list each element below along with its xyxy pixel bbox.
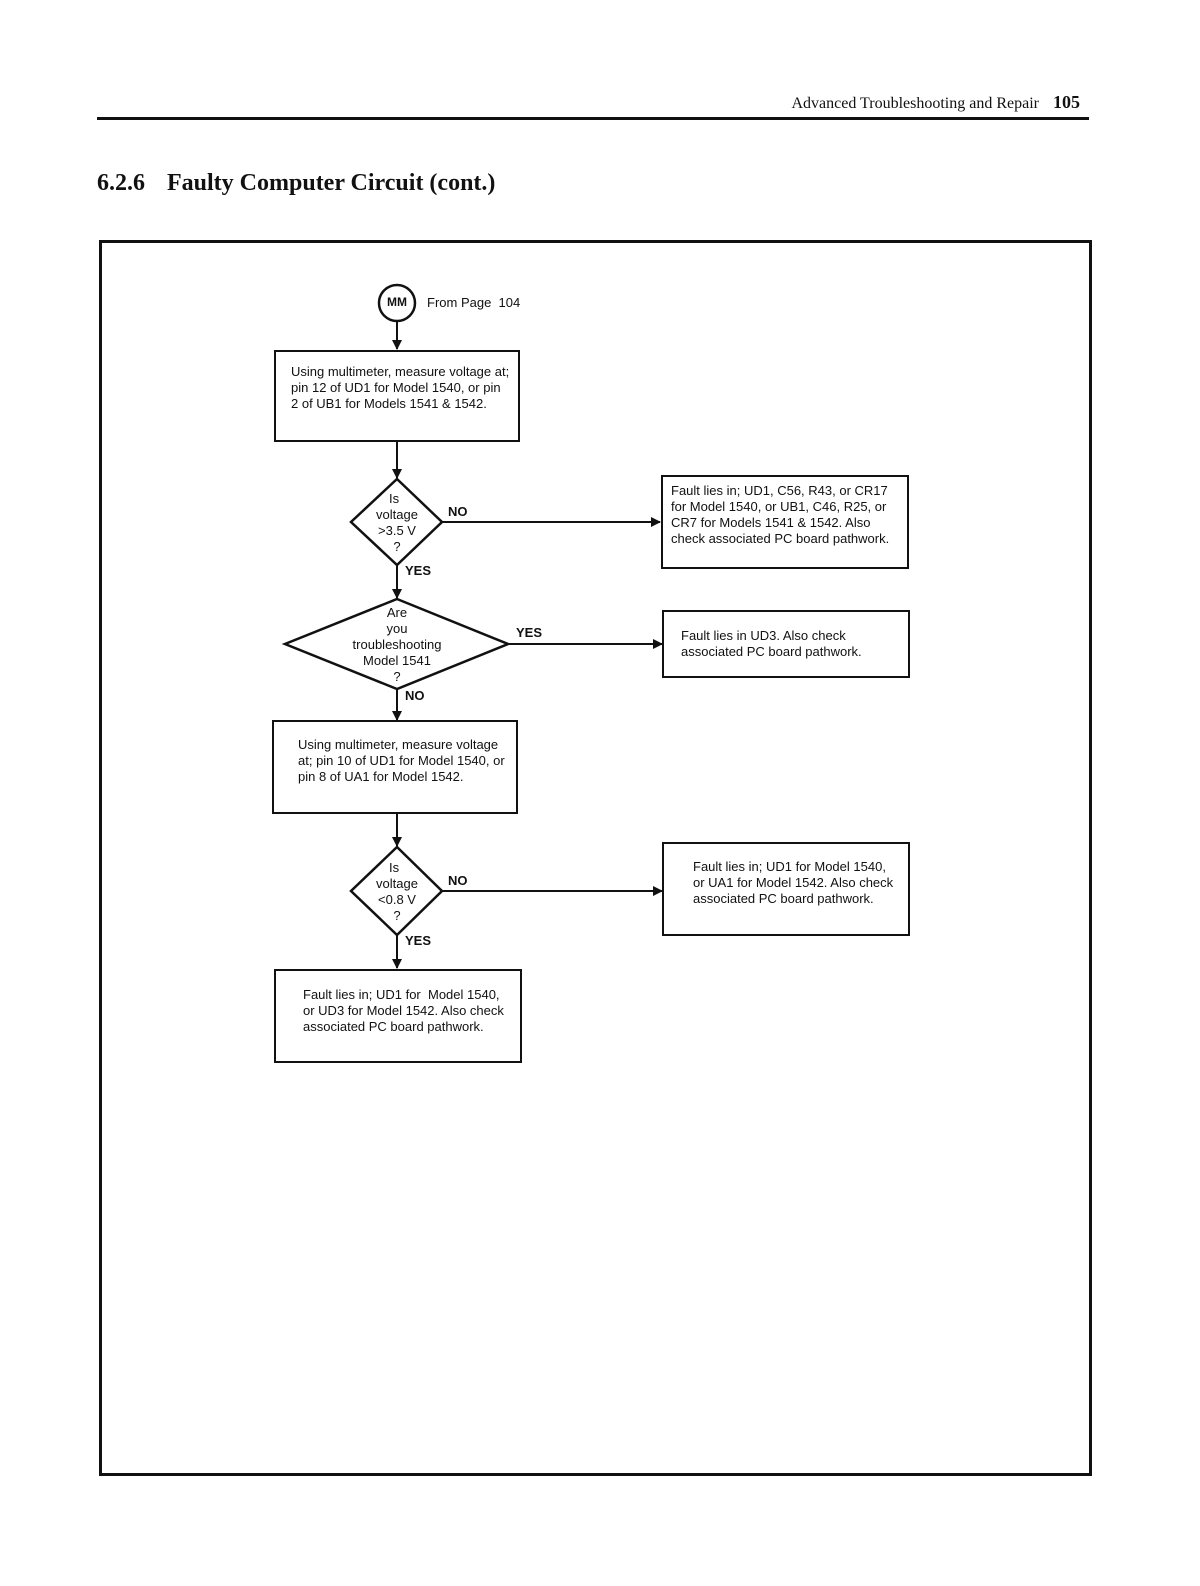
result4-text: Fault lies in; UD1 for Model 1540, or UD… bbox=[303, 987, 508, 1034]
connector-label: MM bbox=[387, 295, 407, 309]
result3-box: Fault lies in; UD1 for Model 1540, or UA… bbox=[662, 842, 910, 936]
decision2-text: Are you troubleshooting Model 1541 ? bbox=[327, 605, 467, 685]
decision2-yes-label: YES bbox=[516, 625, 543, 640]
result4-box: Fault lies in; UD1 for Model 1540, or UD… bbox=[274, 969, 522, 1063]
step1-box: Using multimeter, measure voltage at; pi… bbox=[274, 350, 520, 442]
section-heading: 6.2.6 Faulty Computer Circuit (cont.) bbox=[97, 170, 495, 197]
decision3-yes-label: YES bbox=[405, 933, 432, 948]
decision2-line5: ? bbox=[393, 669, 401, 684]
decision3-no-label: NO bbox=[448, 873, 468, 888]
decision1-no-label: NO bbox=[448, 504, 468, 519]
header-rule bbox=[97, 117, 1089, 120]
decision2-line3: troubleshooting bbox=[352, 637, 442, 652]
decision2-no-label: NO bbox=[405, 688, 425, 703]
step2-box: Using multimeter, measure voltage at; pi… bbox=[272, 720, 518, 814]
decision2-line1: Are bbox=[386, 605, 408, 620]
decision1-yes-label: YES bbox=[405, 563, 432, 578]
decision2-line2: you bbox=[386, 621, 408, 636]
decision3-line1: Is bbox=[389, 860, 400, 875]
result2-text: Fault lies in UD3. Also check associated… bbox=[681, 628, 862, 659]
running-head: Advanced Troubleshooting and Repair 105 bbox=[700, 92, 1080, 113]
decision1-line3: >3.5 V bbox=[378, 523, 416, 538]
result3-text: Fault lies in; UD1 for Model 1540, or UA… bbox=[693, 859, 894, 906]
decision1-line4: ? bbox=[393, 539, 401, 554]
running-title: Advanced Troubleshooting and Repair bbox=[791, 95, 1039, 112]
decision1-line1: Is bbox=[389, 491, 400, 506]
decision1-line2: voltage bbox=[376, 507, 418, 522]
flowchart-frame bbox=[99, 240, 1092, 1476]
connector-note: From Page 104 bbox=[427, 295, 521, 310]
result1-text: Fault lies in; UD1, C56, R43, or CR17 fo… bbox=[671, 483, 890, 546]
result2-box: Fault lies in UD3. Also check associated… bbox=[662, 610, 910, 678]
decision3-text: Is voltage <0.8 V ? bbox=[357, 860, 437, 924]
section-number: 6.2.6 bbox=[97, 170, 145, 196]
step1-text: Using multimeter, measure voltage at; pi… bbox=[291, 364, 510, 411]
section-title: Faulty Computer Circuit (cont.) bbox=[167, 170, 496, 196]
step2-text: Using multimeter, measure voltage at; pi… bbox=[298, 737, 505, 784]
decision3-line4: ? bbox=[393, 908, 401, 923]
decision1-text: Is voltage >3.5 V ? bbox=[357, 491, 437, 555]
decision3-line2: voltage bbox=[376, 876, 418, 891]
page-number: 105 bbox=[1053, 92, 1080, 112]
decision3-line3: <0.8 V bbox=[378, 892, 416, 907]
result1-box: Fault lies in; UD1, C56, R43, or CR17 fo… bbox=[661, 475, 909, 569]
decision2-line4: Model 1541 bbox=[363, 653, 431, 668]
